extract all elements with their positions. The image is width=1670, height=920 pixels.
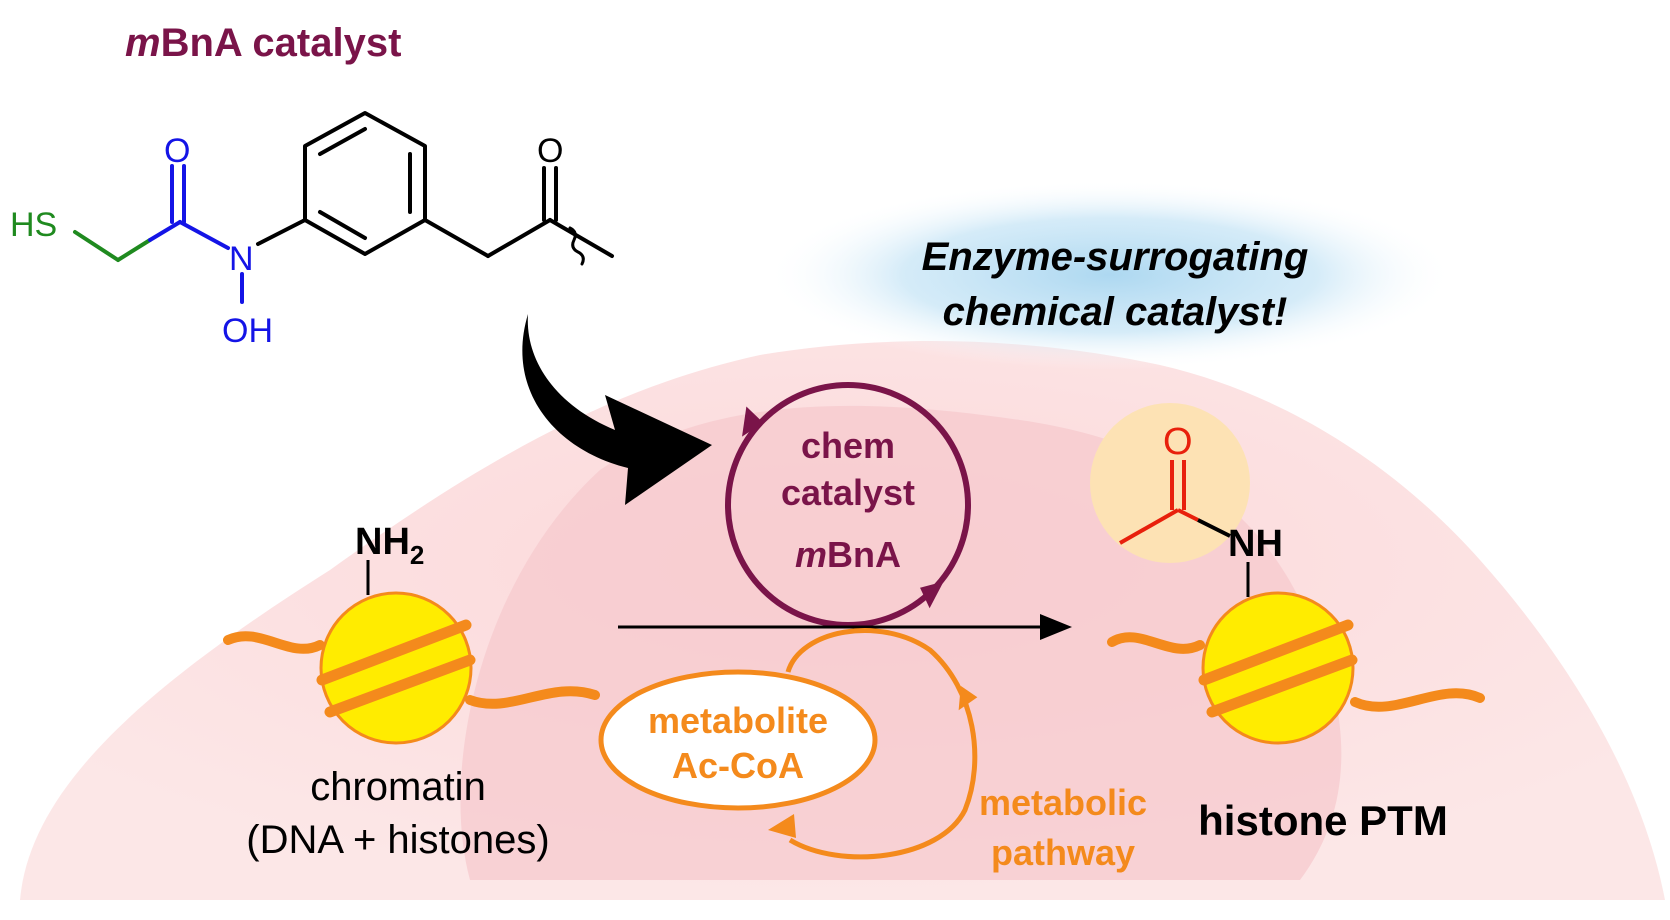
chromatin-label: chromatin xyxy=(310,765,486,809)
catalyst-title-rest: BnA catalyst xyxy=(161,21,402,65)
highlight-bubble: Enzyme-surrogating chemical catalyst! xyxy=(765,180,1455,370)
metabolic-pathway-cycle xyxy=(768,628,978,860)
bubble-line-1: Enzyme-surrogating xyxy=(922,235,1309,279)
pathway-line-1: metabolic xyxy=(979,782,1147,823)
atom-o-left: O xyxy=(164,132,190,170)
acetyl-o-label: O xyxy=(1163,421,1193,463)
nh2-main: NH xyxy=(355,521,410,563)
catalyst-title: mBnA catalyst xyxy=(125,21,401,65)
chem-cycle-line-1: chem xyxy=(801,425,895,466)
chem-catalyst-cycle: chem catalyst mBnA xyxy=(725,382,971,628)
delivery-arrow xyxy=(522,314,712,505)
chem-cycle-line-3: mBnA xyxy=(795,534,901,575)
bubble-line-2: chemical catalyst! xyxy=(943,290,1288,334)
nucleosome-right xyxy=(1090,403,1485,745)
metabolite-line-2: Ac-CoA xyxy=(672,745,804,786)
nh2-label: NH2 xyxy=(355,521,424,570)
histone-ptm-label: histone PTM xyxy=(1198,797,1448,844)
metabolite-line-1: metabolite xyxy=(648,700,828,741)
metabolite-ellipse: metabolite Ac-CoA xyxy=(598,669,878,811)
chromatin-sublabel: (DNA + histones) xyxy=(246,818,549,862)
chem-cycle-italic: m xyxy=(795,534,827,575)
atom-hs: HS xyxy=(10,206,57,244)
catalyst-title-italic: m xyxy=(125,21,161,65)
nh-label: NH xyxy=(1228,523,1283,565)
chem-cycle-line-2: catalyst xyxy=(781,472,915,513)
nh2-subscript: 2 xyxy=(410,540,424,570)
reaction-arrow xyxy=(618,614,1072,640)
atom-o-right: O xyxy=(537,132,563,170)
pathway-line-2: pathway xyxy=(991,832,1135,873)
nucleosome-left xyxy=(223,560,600,745)
atom-n: N xyxy=(229,240,254,278)
chem-cycle-rest: BnA xyxy=(827,534,901,575)
atom-oh: OH xyxy=(222,312,273,350)
mbna-structure xyxy=(73,111,614,304)
